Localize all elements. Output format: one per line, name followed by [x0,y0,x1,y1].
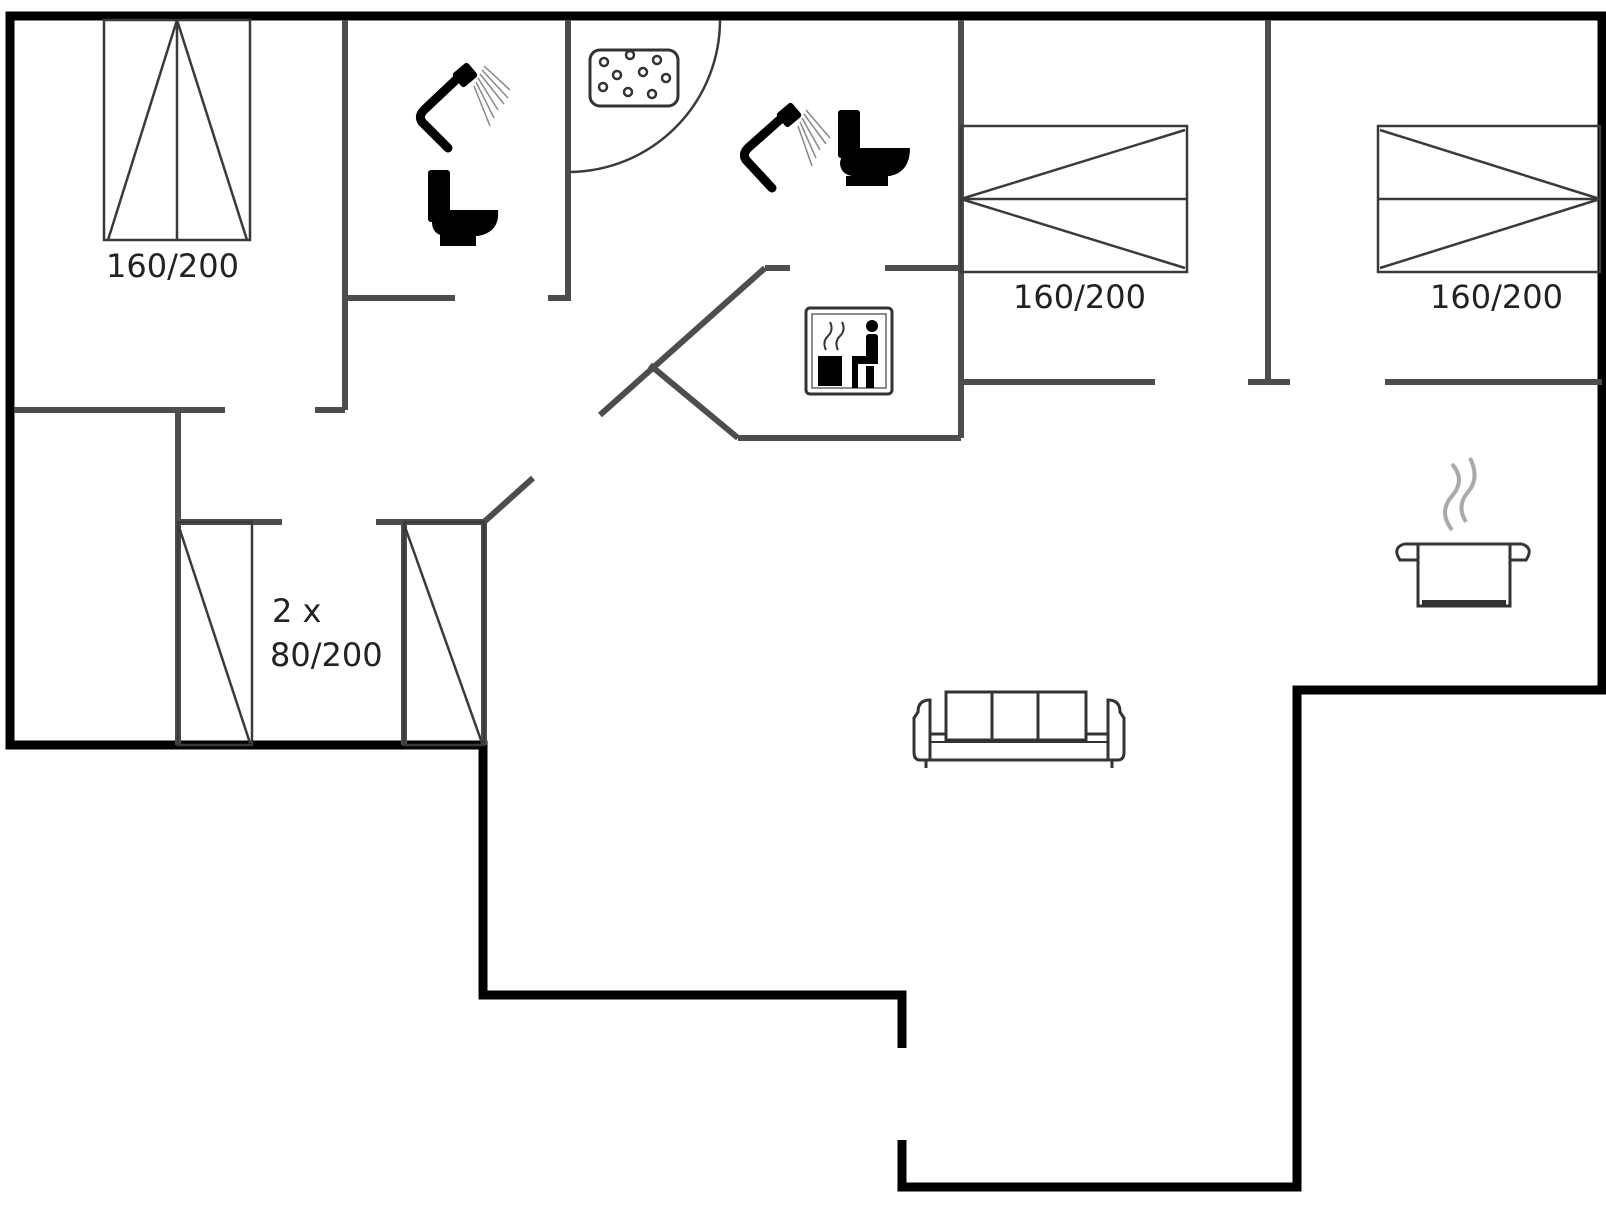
bed-size-label-bedroom-4-count: 2 x [272,592,321,630]
bed-size-label-bedroom-2: 160/200 [1013,278,1146,316]
bed-bedroom-1 [102,18,252,242]
jacuzzi-icon [588,48,680,108]
bed-size-label-bedroom-3: 160/200 [1430,278,1563,316]
cooking-pot-icon [1395,457,1531,608]
bed-bedroom-2 [959,124,1189,274]
bed-size-label-bedroom-4-size: 80/200 [270,636,383,674]
sofa-icon [912,690,1126,768]
sauna-icon [804,306,894,396]
bunk-beds-bedroom-4 [176,520,486,747]
exterior-walls [5,11,1606,1192]
shower-icon [415,62,511,153]
bed-bedroom-3 [1376,124,1602,274]
toilet-icon [428,170,499,246]
toilet-icon [838,110,910,186]
shower-icon [739,102,831,193]
bed-size-label-bedroom-1: 160/200 [106,247,239,285]
bath-door-swing [569,19,722,174]
entrance-opening [890,1048,916,1140]
